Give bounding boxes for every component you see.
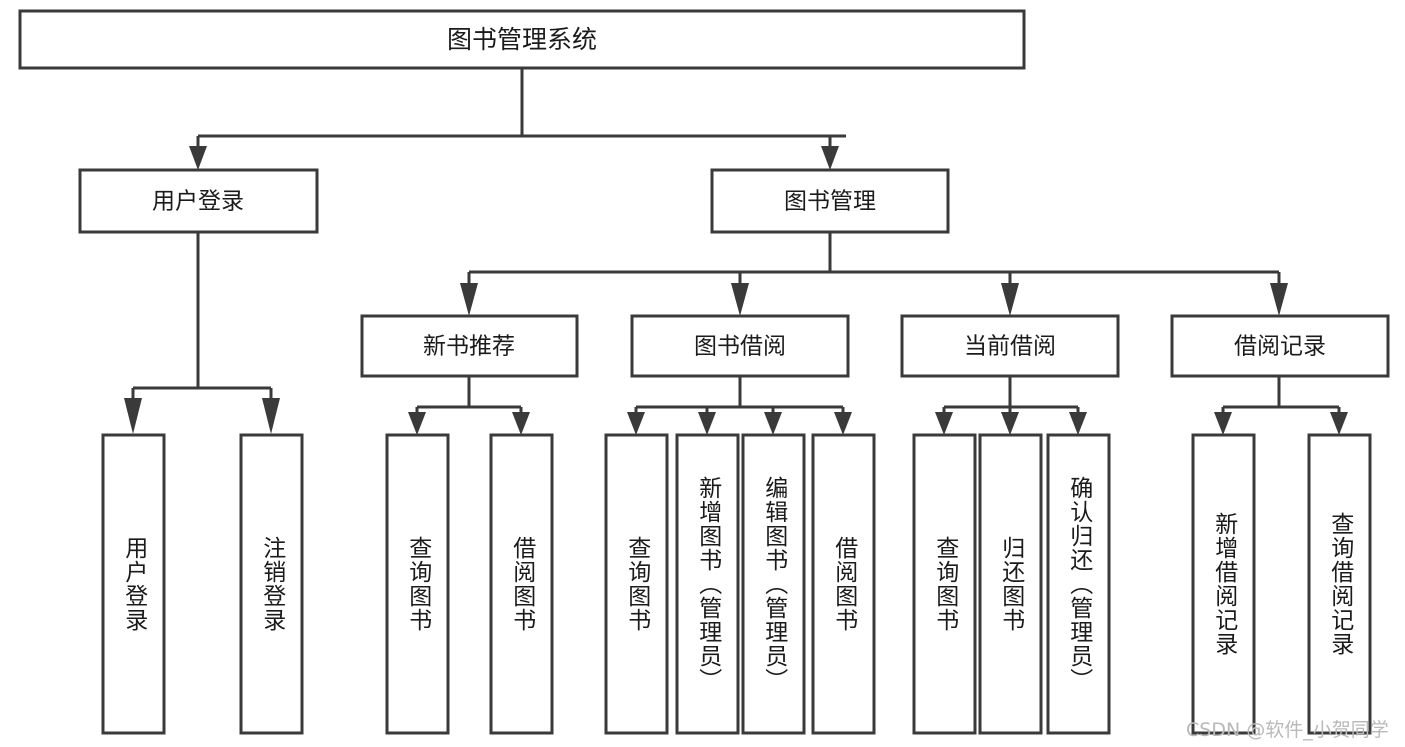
connector-root-to-level2 — [189, 68, 846, 170]
leaf-box-add-book-admin[interactable] — [675, 433, 740, 735]
leaf-box-query-book-cb[interactable] — [912, 433, 977, 735]
node-user-login[interactable]: 用户登录 — [78, 168, 319, 234]
connector-current-borrow-to-leaves — [935, 376, 1087, 435]
node-new-book-recommend[interactable]: 新书推荐 — [360, 314, 579, 378]
node-user-login-label: 用户登录 — [152, 189, 244, 215]
leaf-box-borrow-book-nbr[interactable] — [489, 433, 554, 735]
arrow-head-icon — [189, 146, 207, 170]
arrow-head-icon — [1270, 283, 1288, 316]
arrow-head-icon — [1001, 412, 1019, 435]
leaf-box-borrow-book-bb[interactable] — [811, 433, 876, 735]
arrow-head-icon — [935, 412, 953, 435]
arrow-head-icon — [698, 412, 716, 435]
node-current-borrow-label: 当前借阅 — [964, 334, 1056, 360]
connector-user-login-to-leaves — [124, 232, 280, 434]
leaf-box-return-book[interactable] — [978, 433, 1043, 735]
node-root-label: 图书管理系统 — [447, 25, 597, 54]
node-book-management-label: 图书管理 — [784, 189, 876, 215]
connector-book-borrow-to-leaves — [627, 376, 852, 435]
node-current-borrow-box[interactable] — [900, 314, 1120, 378]
arrow-head-icon — [1069, 412, 1087, 435]
leaf-box-edit-book-admin[interactable] — [741, 433, 806, 735]
arrow-head-icon — [1330, 412, 1348, 435]
node-borrow-record-box[interactable] — [1170, 314, 1390, 378]
arrow-head-icon — [821, 146, 839, 170]
node-user-login-box[interactable] — [78, 168, 319, 234]
arrow-head-icon — [124, 398, 142, 434]
node-borrow-record[interactable]: 借阅记录 — [1170, 314, 1390, 378]
node-new-book-recommend-label: 新书推荐 — [423, 334, 515, 360]
node-borrow-record-label: 借阅记录 — [1234, 334, 1326, 360]
connector-new-book-to-leaves — [408, 376, 530, 435]
node-book-borrow[interactable]: 图书借阅 — [630, 314, 850, 378]
node-book-borrow-label: 图书借阅 — [694, 334, 786, 360]
node-root[interactable]: 图书管理系统 — [18, 9, 1026, 70]
leaf-box-logout[interactable] — [239, 433, 304, 735]
arrow-head-icon — [764, 412, 782, 435]
arrow-head-icon — [262, 398, 280, 434]
leaf-box-user-login[interactable] — [101, 433, 166, 735]
arrow-head-icon — [1001, 283, 1019, 316]
connector-book-mgmt-to-level3 — [460, 232, 1288, 316]
node-book-management-box[interactable] — [710, 168, 950, 234]
leaf-box-confirm-return-admin[interactable] — [1046, 433, 1111, 735]
node-book-borrow-box[interactable] — [630, 314, 850, 378]
arrow-head-icon — [731, 283, 749, 316]
leaf-box-query-borrow-record[interactable] — [1307, 433, 1372, 735]
connector-borrow-record-to-leaves — [1214, 376, 1348, 435]
node-current-borrow[interactable]: 当前借阅 — [900, 314, 1120, 378]
csdn-watermark: CSDN @软件_小贺同学 — [1186, 719, 1389, 741]
leaf-box-add-borrow-record[interactable] — [1191, 433, 1256, 735]
node-new-book-recommend-box[interactable] — [360, 314, 579, 378]
leaf-box-query-book-bb[interactable] — [604, 433, 669, 735]
arrow-head-icon — [512, 412, 530, 435]
arrow-head-icon — [1214, 412, 1232, 435]
arrow-head-icon — [627, 412, 645, 435]
leaf-box-query-book-nbr[interactable] — [385, 433, 450, 735]
arrow-head-icon — [460, 283, 478, 316]
node-book-management[interactable]: 图书管理 — [710, 168, 950, 234]
node-root-box[interactable] — [18, 9, 1026, 70]
arrow-head-icon — [408, 412, 426, 435]
arrow-head-icon — [834, 412, 852, 435]
